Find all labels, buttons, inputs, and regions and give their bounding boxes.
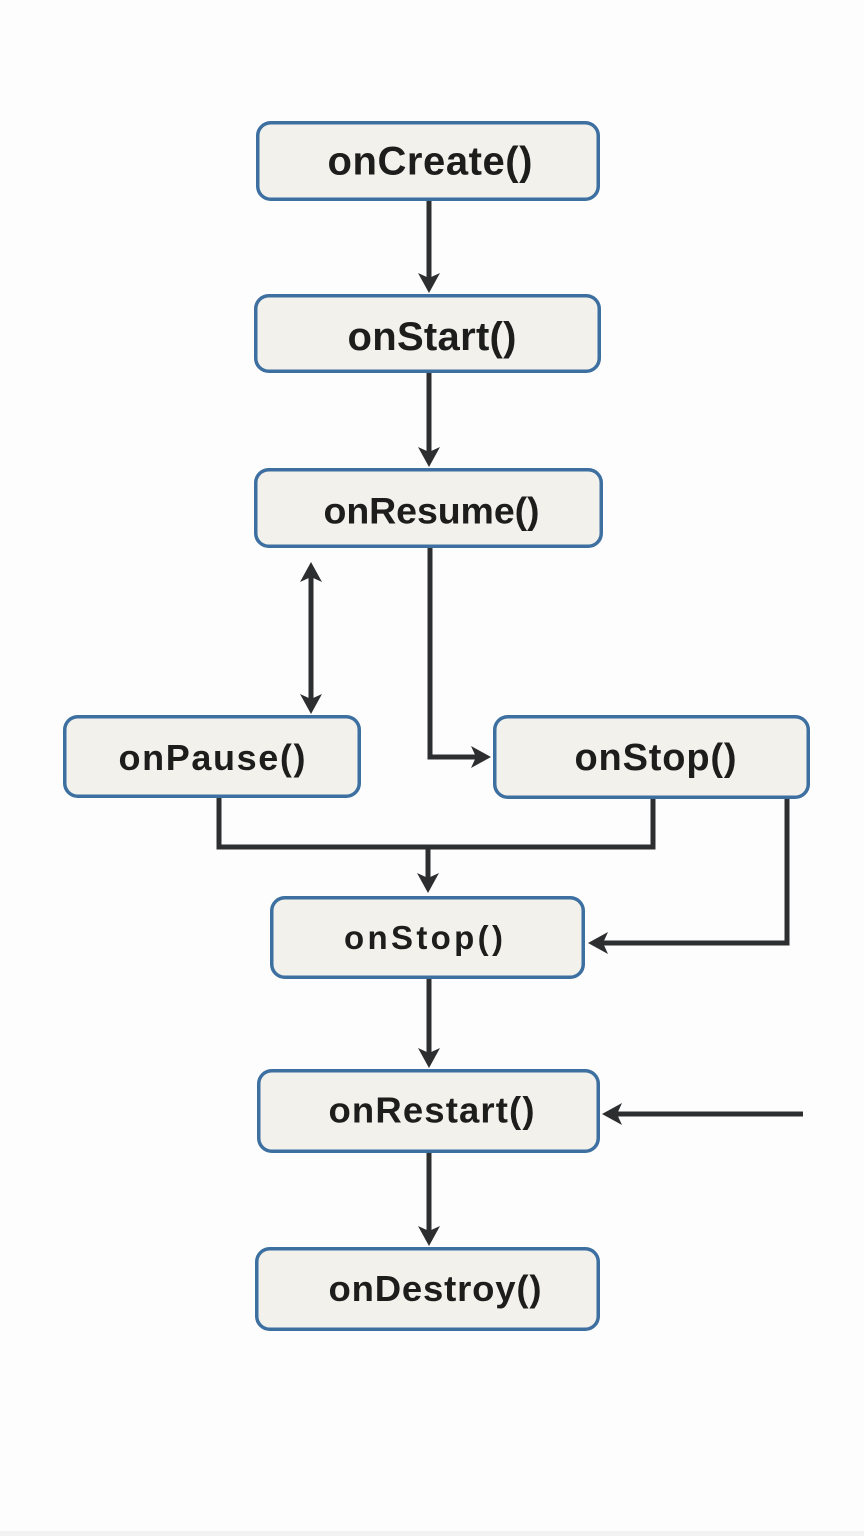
svg-text:onStop(): onStop() [575, 737, 737, 779]
svg-text:onCreate(): onCreate() [328, 140, 533, 184]
svg-text:onPause(): onPause() [119, 737, 306, 778]
svg-text:onDestroy(): onDestroy() [329, 1268, 542, 1309]
svg-text:onStop(): onStop() [344, 919, 503, 956]
svg-text:onResume(): onResume() [324, 490, 540, 532]
svg-text:onRestart(): onRestart() [329, 1090, 535, 1131]
svg-text:onStart(): onStart() [348, 315, 517, 359]
